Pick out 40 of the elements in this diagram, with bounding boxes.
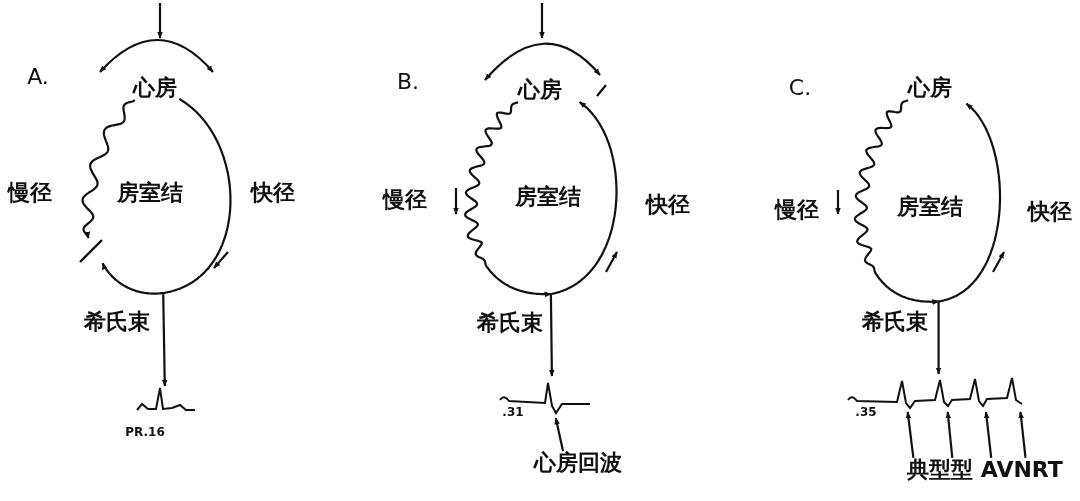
slow-pathway xyxy=(853,99,940,305)
fast-pathway xyxy=(938,102,1002,303)
region-label: 希氏束 xyxy=(477,310,543,336)
fast-pathway xyxy=(163,97,232,295)
ecg-trace xyxy=(135,386,197,412)
interval-label: .31 xyxy=(502,406,524,420)
interval-label: PR.16 xyxy=(125,426,165,440)
leader-arrow xyxy=(554,417,565,452)
interval-label: .35 xyxy=(855,406,877,420)
panel-letter: B. xyxy=(396,69,420,95)
leader-arrow xyxy=(1018,411,1027,458)
output-arrow xyxy=(549,294,555,377)
output-arrow xyxy=(935,301,942,375)
region-label: 希氏束 xyxy=(84,309,150,335)
leader-arrow xyxy=(905,411,915,459)
leader-arrow xyxy=(983,411,993,459)
block-bar xyxy=(78,238,104,264)
slow-pathway xyxy=(81,99,136,239)
region-label: 快径 xyxy=(251,180,295,206)
region-label: 慢径 xyxy=(8,180,52,206)
region-label: 慢径 xyxy=(383,187,427,213)
caption-label: 心房回波 xyxy=(534,450,622,476)
leader-arrow xyxy=(945,411,954,458)
output-arrow xyxy=(161,293,168,387)
panel-letter: A. xyxy=(27,64,49,90)
region-label: 心房 xyxy=(133,75,177,101)
fast-pathway xyxy=(550,101,618,296)
region-label: 快径 xyxy=(646,192,690,218)
region-label: 慢径 xyxy=(775,197,819,223)
region-label: 房室结 xyxy=(117,180,183,206)
pathway-arc xyxy=(101,262,164,295)
region-label: 希氏束 xyxy=(862,309,928,335)
caption-label: 典型型 AVNRT xyxy=(907,457,1063,483)
region-label: 房室结 xyxy=(897,194,963,220)
region-label: 房室结 xyxy=(515,184,581,210)
slow-pathway xyxy=(463,101,552,298)
region-label: 快径 xyxy=(1028,199,1072,225)
region-label: 心房 xyxy=(908,75,952,101)
panel-letter: C. xyxy=(788,75,812,101)
region-label: 心房 xyxy=(518,77,562,103)
